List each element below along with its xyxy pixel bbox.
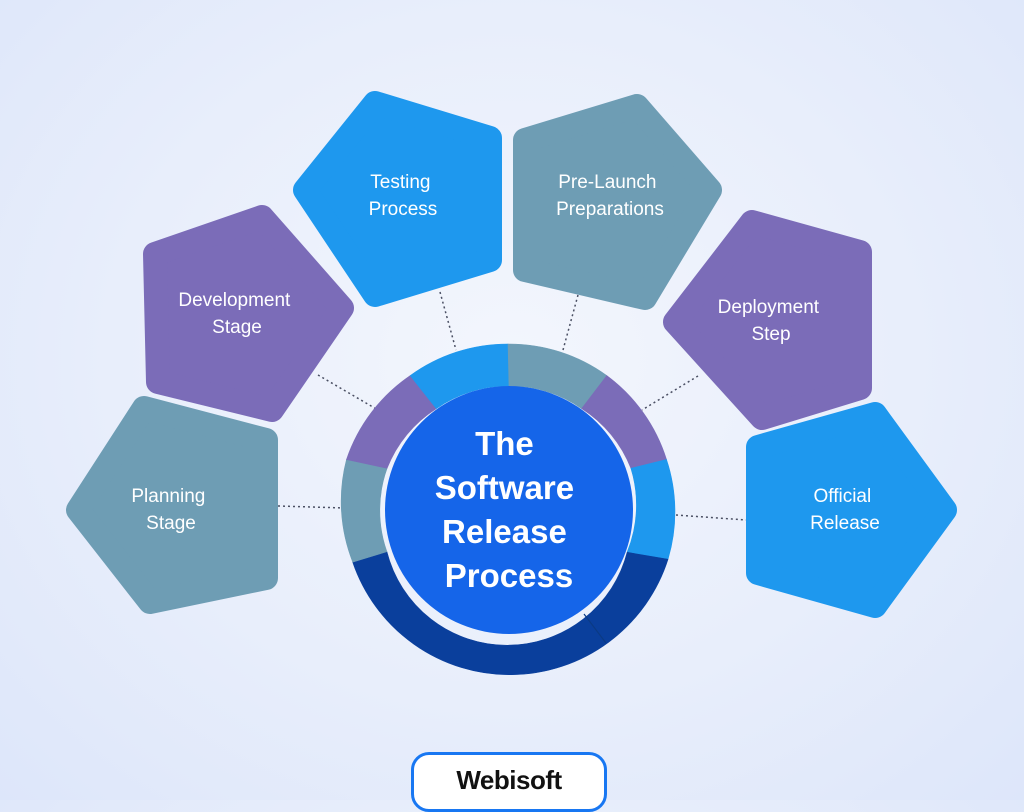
center-title-line: Process <box>445 557 573 594</box>
brand-logo: Webisoft <box>456 765 562 795</box>
ring-segment-sky-right <box>626 459 676 560</box>
stage-shape <box>513 94 722 310</box>
stage-shape <box>66 396 278 614</box>
stage-label: Pre-Launch Preparations <box>556 172 664 220</box>
stage-shape <box>143 205 354 422</box>
stage-shape <box>663 210 872 430</box>
center-ring <box>340 343 676 676</box>
connectors <box>277 291 747 521</box>
center-title-line: Software <box>435 469 574 506</box>
stage-deployment: Deployment Step <box>663 210 872 430</box>
stage-label: Official Release <box>810 486 880 534</box>
stage-label: Development Stage <box>178 290 295 338</box>
stage-shape <box>293 91 502 307</box>
connector-development <box>317 374 379 411</box>
stage-shape <box>746 402 957 618</box>
center-title: The Software Release Process <box>435 425 584 594</box>
stage-label: Deployment Step <box>718 297 825 345</box>
connector-deployment <box>641 375 699 411</box>
center-title-line: The <box>475 425 534 462</box>
stage-planning: Planning Stage <box>66 396 278 614</box>
stage-label: Planning Stage <box>131 486 210 534</box>
ring-divider <box>583 613 607 644</box>
ring-segment-slate-left <box>340 459 388 563</box>
stage-official-release: Official Release <box>746 402 957 618</box>
center-circle <box>385 386 633 634</box>
connector-official-release <box>675 514 747 521</box>
stage-testing: Testing Process <box>293 91 502 307</box>
stage-pre-launch: Pre-Launch Preparations <box>513 94 722 310</box>
stage-label: Testing Process <box>369 172 438 220</box>
stage-development: Development Stage <box>143 205 354 422</box>
center-title-line: Release <box>442 513 567 550</box>
connector-testing <box>439 291 457 351</box>
connector-planning <box>277 505 346 509</box>
connector-pre-launch <box>562 294 579 351</box>
brand-logo-badge: Webisoft <box>411 752 607 812</box>
